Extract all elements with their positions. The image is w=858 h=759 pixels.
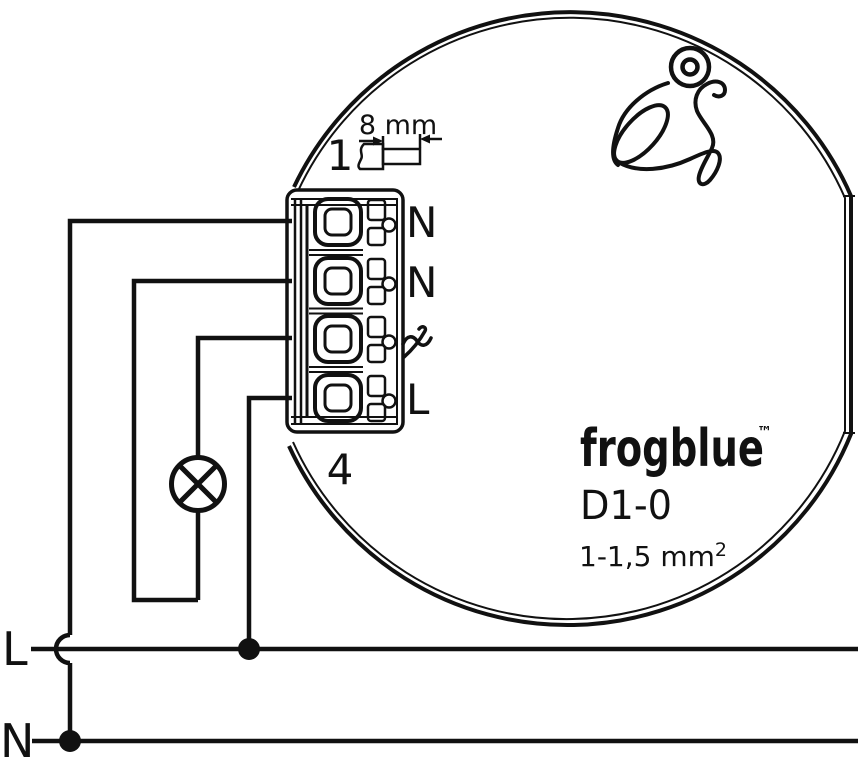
terminal-labels: N N L bbox=[401, 198, 437, 424]
wiring bbox=[31, 218, 858, 752]
release-lever bbox=[366, 198, 387, 222]
brand-block: frogblue ™ D1-0 1-1,5 mm2 bbox=[579, 419, 772, 573]
wire-n2-lamp-return bbox=[131, 278, 292, 603]
model-name: D1-0 bbox=[580, 483, 672, 529]
junction-dot-neutral bbox=[59, 730, 81, 752]
bare-wire-icon bbox=[381, 147, 422, 166]
frog-eye-outer-icon bbox=[668, 45, 712, 89]
wire-cross-section-exponent: 2 bbox=[715, 539, 727, 561]
terminal-marker-top: 1 bbox=[327, 131, 354, 180]
dimmed-output-slash bbox=[402, 325, 428, 359]
terminal-cell-4 bbox=[313, 373, 397, 423]
wire-insulation-icon bbox=[357, 142, 385, 171]
terminal-cell-2 bbox=[313, 256, 397, 306]
terminal-button-outer bbox=[313, 197, 363, 247]
frog-front-line bbox=[618, 79, 727, 187]
dimmed-output-symbol-icon bbox=[401, 325, 433, 359]
terminal-cell-3 bbox=[313, 314, 397, 364]
wire-n1 bbox=[67, 218, 292, 635]
junction-dot-line bbox=[238, 638, 260, 660]
brand-name: frogblue bbox=[580, 419, 764, 479]
lamp-icon bbox=[169, 455, 227, 513]
terminal-label-l: L bbox=[406, 375, 430, 424]
test-hole-icon bbox=[381, 217, 397, 233]
strip-length-label: 8 mm bbox=[359, 110, 437, 141]
terminal-block-left-strip bbox=[293, 199, 303, 424]
release-lever bbox=[366, 402, 387, 423]
wire-cross-section: 1-1,5 mm2 bbox=[579, 539, 727, 573]
release-lever bbox=[366, 257, 387, 281]
terminal-marker-bottom: 4 bbox=[327, 445, 354, 494]
terminal-button-inner bbox=[323, 383, 353, 413]
test-hole-icon bbox=[381, 276, 397, 292]
release-lever bbox=[366, 315, 387, 339]
lamp-cross bbox=[177, 463, 219, 505]
mains-labels: L N bbox=[0, 622, 34, 759]
line-bus-label: L bbox=[2, 622, 28, 676]
device-outline-outer bbox=[287, 10, 853, 628]
terminal-button-outer bbox=[313, 373, 363, 423]
strip-length-figure: 8 mm 1 4 bbox=[327, 110, 442, 494]
wire-l bbox=[246, 395, 292, 649]
cell-separators bbox=[309, 249, 363, 373]
frog-logo bbox=[611, 45, 727, 187]
device-body-outline bbox=[287, 10, 855, 628]
release-lever bbox=[366, 285, 387, 306]
release-lever bbox=[366, 226, 387, 247]
terminal-block-frame bbox=[285, 188, 405, 434]
lamp-circle bbox=[169, 455, 227, 513]
terminal-cell-1 bbox=[313, 197, 397, 247]
dimension-arrow-left-icon bbox=[420, 134, 430, 144]
device-outline-inner bbox=[292, 16, 846, 621]
release-lever bbox=[366, 343, 387, 364]
terminal-button-inner bbox=[323, 266, 353, 296]
terminal-block bbox=[285, 188, 405, 434]
terminal-label-n1: N bbox=[406, 198, 437, 247]
test-hole-icon bbox=[381, 393, 397, 409]
frog-leg-loop bbox=[612, 103, 670, 165]
trademark-sign: ™ bbox=[757, 423, 772, 441]
wire-dim-to-lamp bbox=[195, 335, 292, 457]
frog-back-line bbox=[611, 81, 670, 167]
test-hole-icon bbox=[381, 334, 397, 350]
terminal-block-bottom-bar bbox=[291, 416, 398, 425]
terminal-button-outer bbox=[313, 314, 363, 364]
frog-eye-inner-icon bbox=[680, 57, 700, 77]
terminal-button-outer bbox=[313, 256, 363, 306]
terminal-label-n2: N bbox=[406, 258, 437, 307]
terminal-button-inner bbox=[323, 207, 353, 237]
terminal-button-inner bbox=[323, 324, 353, 354]
release-lever bbox=[366, 374, 387, 398]
neutral-bus-label: N bbox=[0, 714, 34, 759]
